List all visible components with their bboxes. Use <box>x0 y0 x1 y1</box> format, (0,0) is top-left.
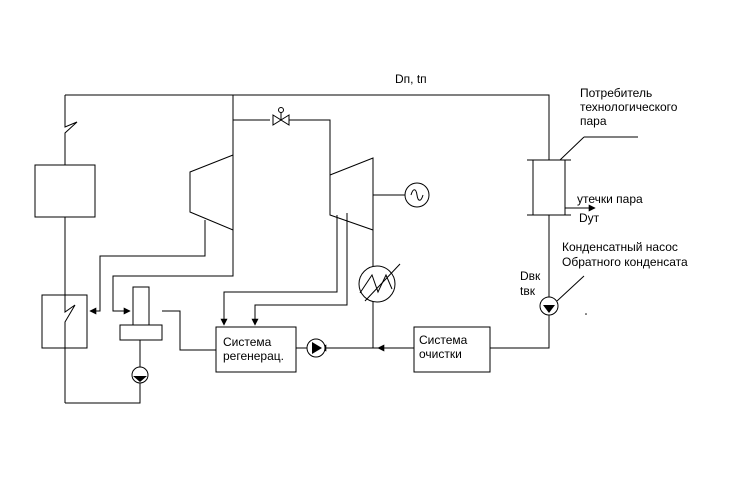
return-condensate-pump <box>539 275 585 316</box>
consumer-label-line1: Потребитель <box>580 86 652 100</box>
hp-turbine <box>189 154 234 231</box>
return-label-line1: Dвк <box>520 269 541 283</box>
feed-pump <box>131 366 149 384</box>
process-steam-consumer <box>527 136 638 297</box>
lp-turbine <box>329 157 374 231</box>
leak-label-line1: утечки пара <box>577 192 643 206</box>
pump-label-line2: Обратного конденсата <box>562 255 688 269</box>
cleaning-system: Система очистки <box>413 326 491 373</box>
clean-label-line2: очистки <box>419 347 462 361</box>
deaerator <box>119 286 163 367</box>
consumer-label-line2: технологического <box>580 100 678 114</box>
consumer-label-line3: пара <box>580 114 607 128</box>
steam-params-label: Dп, tп <box>395 72 427 86</box>
return-label-line2: tвк <box>520 284 536 298</box>
generator <box>404 182 430 208</box>
condenser <box>358 263 401 348</box>
condensate-pump <box>306 338 326 358</box>
control-valve <box>272 107 290 126</box>
process-steam-line <box>233 94 550 160</box>
feedwater-heater <box>41 294 141 404</box>
regen-label-line2: регенерац. <box>223 349 284 363</box>
boiler-drum <box>34 164 96 218</box>
boiler <box>34 94 233 295</box>
regen-label-line1: Система <box>223 335 272 349</box>
clean-label-line1: Система <box>419 333 468 347</box>
pump-label-line1: Конденсатный насос <box>562 240 678 254</box>
leak-label-line2: Dут <box>579 211 600 225</box>
regeneration-system: Система регенерац. <box>215 326 297 373</box>
